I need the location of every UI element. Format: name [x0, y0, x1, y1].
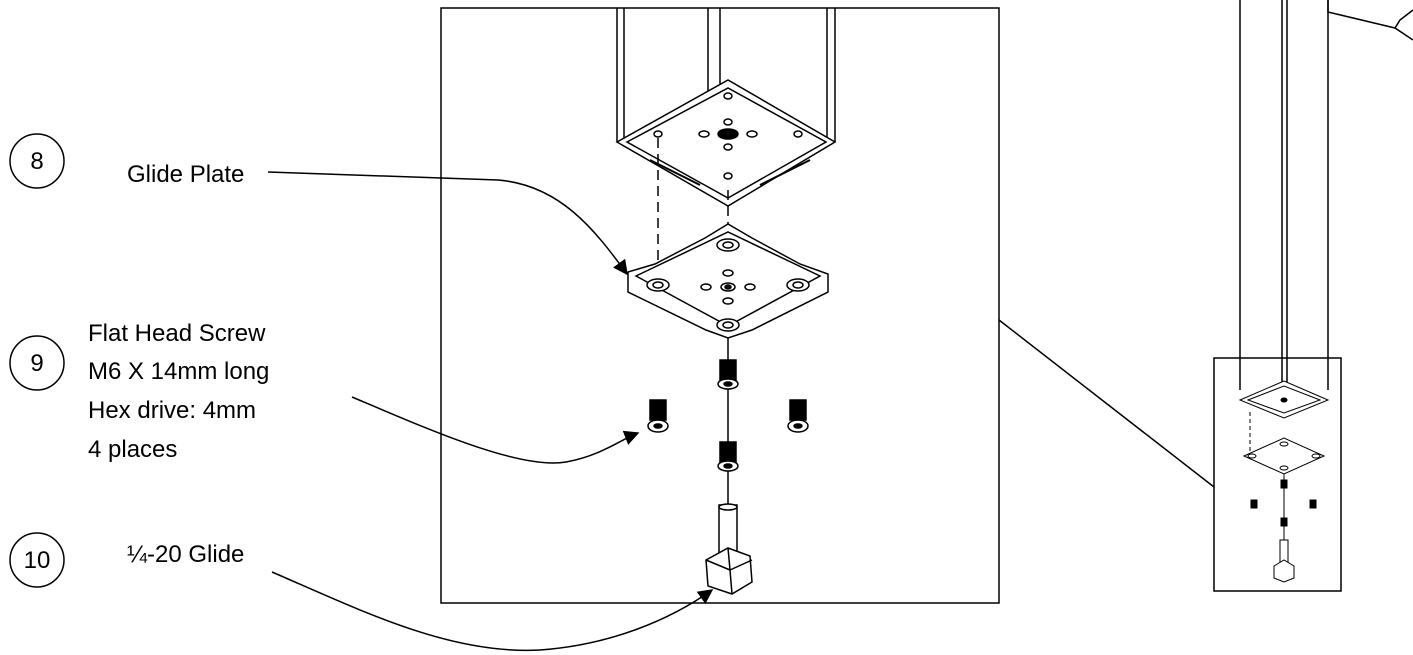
callout-9: 9 Flat Head Screw M6 X 14mm long Hex dri…: [9, 320, 640, 464]
callout-circle-8: [9, 133, 65, 189]
callout-8: 8 Glide Plate: [9, 133, 628, 276]
zoom-connector: [998, 319, 1215, 488]
callout-number-10: 10: [24, 547, 51, 574]
label-screw-line-4: 4 places: [88, 436, 177, 463]
leader-glide-plate: [267, 171, 628, 276]
screw-center-lower: [717, 441, 739, 472]
overview-column: [1239, 0, 1413, 400]
screw-right: [787, 399, 809, 433]
label-glide-plate: Glide Plate: [127, 161, 244, 188]
callout-number-9: 9: [30, 350, 43, 377]
overview-frame: [1213, 357, 1342, 592]
callout-10: 10 ¼-20 Glide: [9, 532, 714, 652]
label-screw-line-1: Flat Head Screw: [88, 320, 266, 347]
callout-circle-9: [9, 335, 65, 391]
callout-circle-10: [9, 532, 65, 588]
leader-glide: [271, 571, 714, 652]
glide-plate: [627, 223, 829, 339]
glide: [705, 503, 753, 595]
screw-left: [647, 399, 669, 433]
screw-center-upper: [717, 359, 739, 390]
callout-number-8: 8: [30, 148, 43, 175]
tube-bottom: [615, 79, 837, 207]
overview-parts: [1238, 380, 1330, 583]
label-screw-line-3: Hex drive: 4mm: [88, 397, 256, 424]
label-screw-line-2: M6 X 14mm long: [88, 358, 269, 385]
leader-screw: [351, 396, 640, 464]
label-glide: ¼-20 Glide: [127, 541, 244, 568]
